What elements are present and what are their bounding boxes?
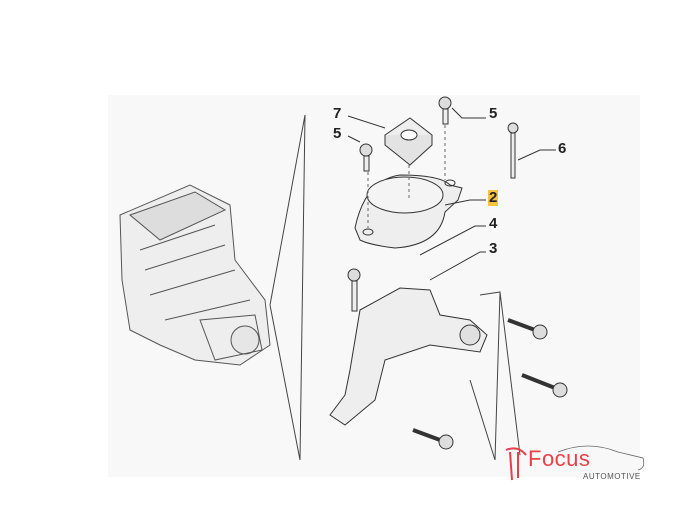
bolt-5-left [359, 143, 373, 172]
part-2-engine-mount [354, 174, 463, 249]
callout-5-right[interactable]: 5 [489, 105, 498, 122]
part-3-bracket [329, 287, 488, 426]
callout-5-left[interactable]: 5 [333, 125, 342, 142]
logo-name: Focus [528, 446, 591, 471]
callout-7[interactable]: 7 [333, 105, 342, 122]
logo-subtitle: AUTOMOTIVE [583, 472, 641, 481]
leader-lines [347, 107, 556, 281]
callout-3[interactable]: 3 [489, 240, 498, 257]
callout-2-highlighted[interactable]: 2 [488, 189, 499, 206]
focus-logo-graphic [505, 445, 645, 481]
engine-illustration [119, 184, 271, 366]
bracket-lines [269, 114, 306, 461]
bolt-6 [507, 122, 519, 179]
callout-4[interactable]: 4 [489, 215, 498, 232]
callout-6[interactable]: 6 [558, 140, 567, 157]
lower-bolts [412, 318, 568, 450]
bolt-4 [347, 268, 361, 312]
bolt-5-right [438, 96, 452, 125]
part-7-buffer [384, 117, 433, 166]
